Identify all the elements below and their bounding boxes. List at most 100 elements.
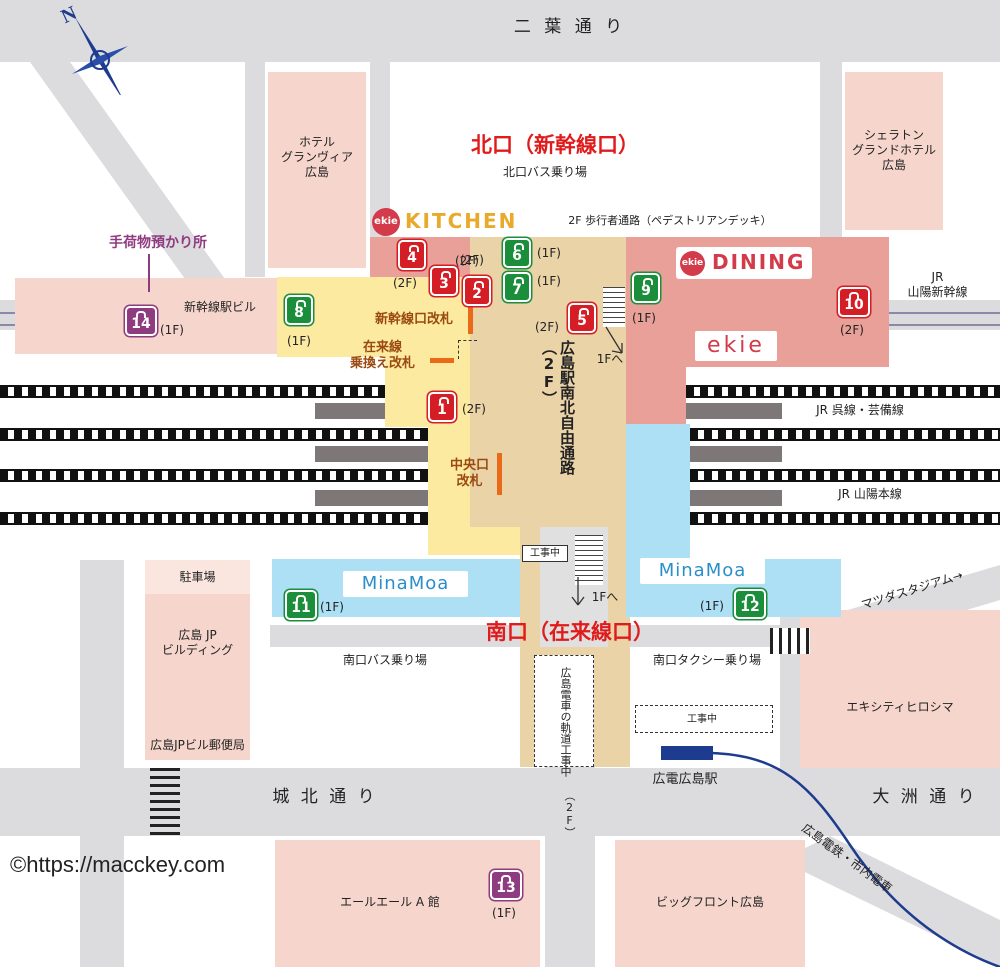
building-allall: [275, 840, 540, 967]
locker-13[interactable]: 13: [490, 870, 522, 900]
locker-13-floor: (1F): [492, 906, 516, 920]
locker-8[interactable]: 8: [285, 295, 313, 325]
brand-minamoa-east: MinaMoa: [640, 558, 765, 584]
exit-south: 南口（在来線口）: [486, 620, 654, 644]
building-jp-post-label: 広島JPビル郵便局: [150, 738, 245, 752]
road-west-vertical: [80, 560, 124, 770]
road-futaba: [0, 0, 1000, 62]
track-2-west: [0, 428, 428, 441]
locker-9-floor: (1F): [632, 311, 656, 325]
locker-3[interactable]: 3: [430, 266, 458, 296]
locker-12[interactable]: 12: [734, 589, 766, 619]
deck-label: 2F 歩行者通路（ペデストリアンデッキ）: [568, 214, 772, 227]
building-bigfront: [615, 840, 805, 967]
locker-1[interactable]: 1: [428, 392, 456, 422]
crosswalk-east: [770, 628, 810, 654]
gate-shinkansen-label: 新幹線口改札: [374, 312, 453, 327]
road-label-oosu: 大 洲 通 り: [872, 787, 978, 807]
locker-10-floor: (2F): [840, 323, 864, 337]
tram-floor-label: （2F）: [563, 790, 576, 838]
brand-ekie: ekie: [695, 331, 777, 361]
hiroden-line: [709, 751, 1000, 967]
building-shinkansen-label: 新幹線駅ビル: [183, 300, 256, 314]
locker-4[interactable]: 4: [398, 240, 426, 270]
stairs-north: [603, 287, 625, 327]
locker-9[interactable]: 9: [632, 273, 660, 303]
gate-transfer-label: 在来線 乗換え改札: [349, 340, 415, 371]
building-sheraton-label: シェラトン グランドホテル 広島: [851, 128, 936, 172]
exit-north: 北口（新幹線口）: [471, 133, 639, 157]
tram-label: 広島電車の軌道工事中: [559, 667, 572, 777]
construction-label-a: 工事中: [522, 545, 568, 562]
gate-shinkansen-bar: [468, 294, 473, 334]
gate-central-bar: [497, 453, 502, 495]
road-west-south: [80, 836, 124, 967]
locker-11[interactable]: 11: [285, 590, 317, 620]
locker-11-floor: (1F): [320, 600, 344, 614]
road-sheraton-side: [820, 62, 842, 237]
locker-7[interactable]: 7: [503, 272, 531, 302]
baggage-label: 手荷物預かり所: [109, 235, 207, 251]
locker-5[interactable]: 5: [568, 303, 596, 333]
locker-6[interactable]: 6: [503, 238, 531, 268]
construction-box-b: [635, 705, 773, 733]
to-1f-south: 1Fへ: [591, 590, 619, 604]
building-bigfront-label: ビッグフロント広島: [655, 895, 764, 909]
locker-2-floor: (2F): [455, 254, 479, 268]
building-granvia-label: ホテル グランヴィア 広島: [280, 135, 353, 179]
track-shinkansen-east: [889, 312, 1000, 326]
gate-transfer-bar: [430, 358, 454, 363]
building-jp-label: 広島 JP ビルディング: [161, 628, 234, 657]
building-ekicity-label: エキシティヒロシマ: [846, 700, 954, 714]
locker-3-floor: (2F): [393, 276, 417, 290]
construction-tram-box: [534, 655, 594, 767]
locker-10[interactable]: 10: [838, 287, 870, 317]
down-arrow-south-icon: [571, 577, 585, 606]
track-3-west: [0, 469, 428, 482]
platform-1-west: [315, 403, 385, 419]
locker-7-floor: (1F): [537, 274, 561, 288]
area-dining-lower: [626, 367, 686, 424]
baggage-leader: [148, 254, 150, 292]
compass-icon: [72, 17, 128, 95]
brand-minamoa-west: MinaMoa: [343, 571, 468, 597]
brand-kitchen: KITCHEN: [405, 209, 518, 233]
copyright: ©https://macckey.com: [10, 852, 226, 877]
building-granvia: [268, 72, 366, 268]
line-shinkansen: JR 山陽新幹線: [907, 270, 968, 299]
track-4-west: [0, 512, 428, 525]
crosswalk-west: [150, 768, 180, 836]
locker-12-floor: (1F): [700, 599, 724, 613]
locker-8-floor: (1F): [287, 334, 311, 348]
area-minamoa-east-upper: [626, 424, 690, 559]
down-arrow-north-icon: [605, 326, 623, 354]
building-allall-label: エールエール A 館: [340, 895, 440, 909]
platform-2-west: [315, 446, 428, 462]
gate-central-label: 中央口 改札: [449, 458, 489, 489]
road-granvia-east: [370, 62, 390, 237]
ekie-badge-kitchen: ekie: [372, 208, 400, 236]
locker-6-floor: (1F): [537, 246, 561, 260]
area-passage: [470, 237, 626, 527]
north-bus-label: 北口バス乗り場: [502, 165, 587, 179]
track-1-east: [686, 385, 1000, 398]
line-sanyo-main: JR 山陽本線: [838, 487, 902, 501]
locker-4-floor: (2F): [460, 253, 484, 267]
locker-1-floor: (2F): [462, 402, 486, 416]
locker-14[interactable]: 14: [125, 306, 157, 336]
track-1-west: [0, 385, 385, 398]
locker-5-floor: (2F): [535, 320, 559, 334]
platform-3-west: [315, 490, 428, 506]
building-sheraton: [845, 72, 943, 230]
track-3-east: [690, 469, 1000, 482]
hiroden-station-label: 広電広島駅: [652, 772, 718, 787]
road-granvia-side: [245, 62, 265, 277]
track-shinkansen-west: [0, 312, 15, 326]
track-2-east: [690, 428, 1000, 441]
road-label-johoku: 城 北 通 り: [272, 787, 378, 807]
to-1f-north: 1Fへ: [596, 352, 624, 366]
platform-1-east: [686, 403, 782, 419]
locker-2[interactable]: 2: [463, 276, 491, 306]
ekie-badge-dining: ekie: [680, 251, 705, 276]
